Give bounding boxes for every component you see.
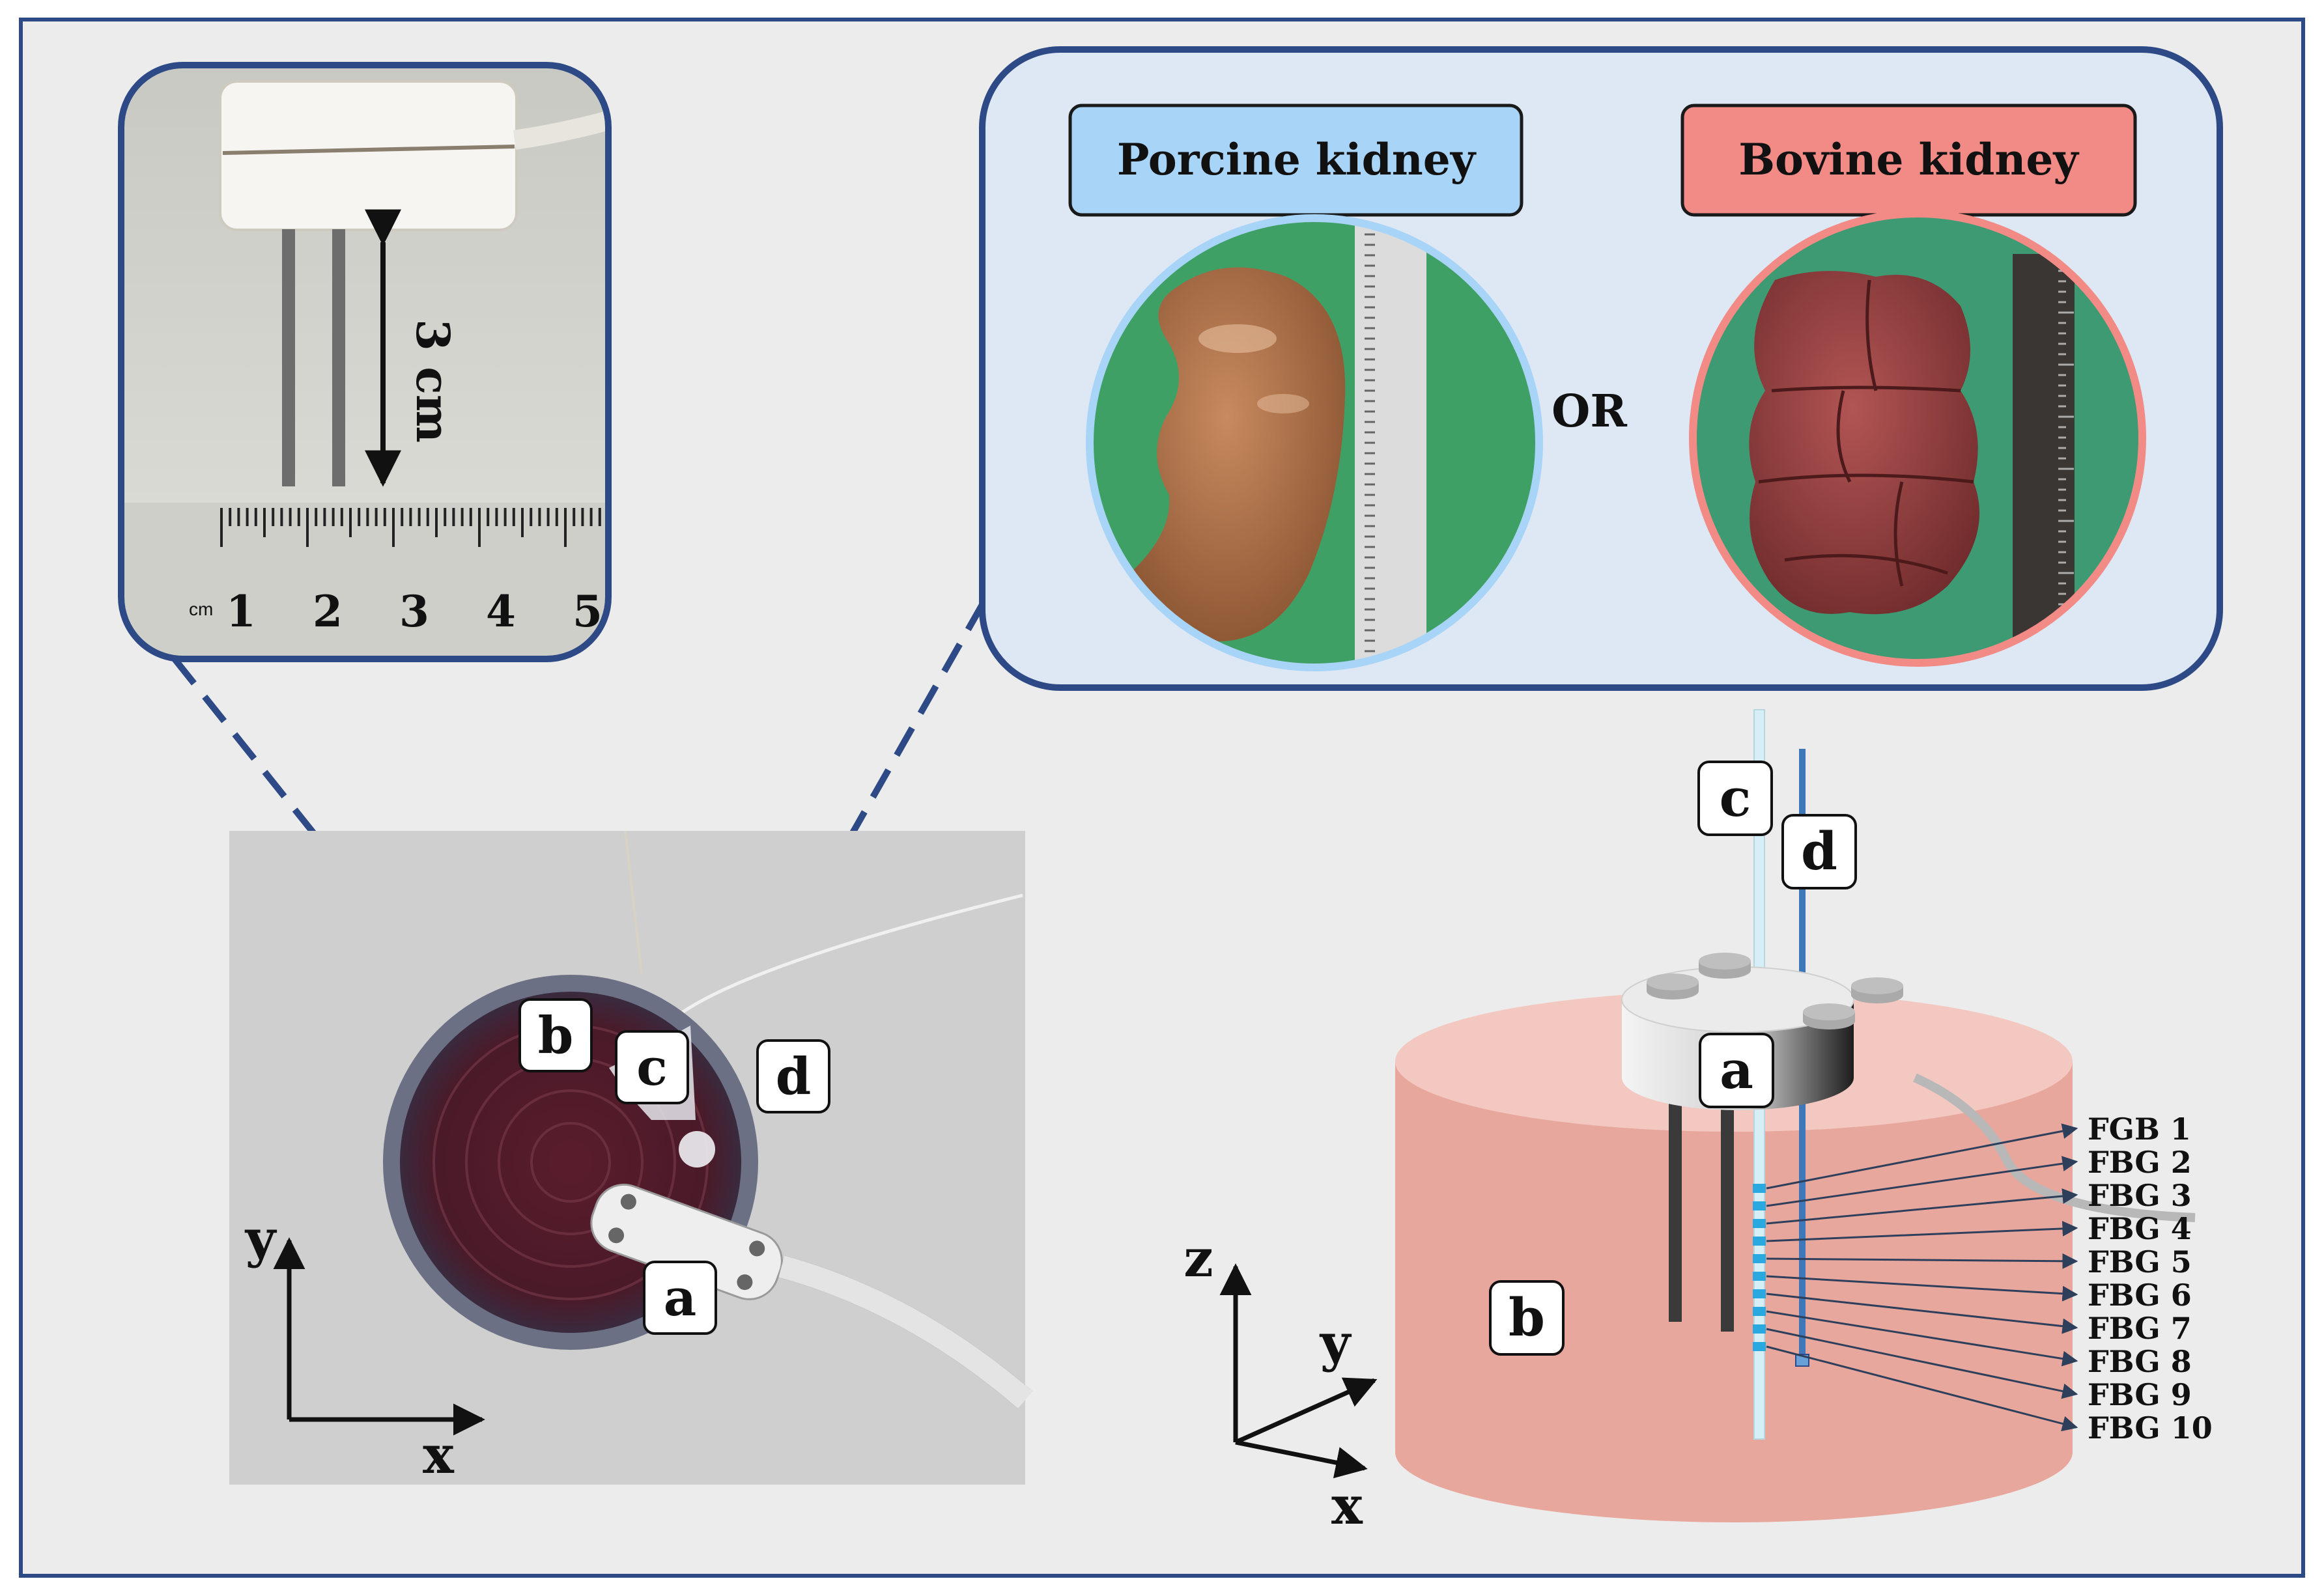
fbg-leader-line: [1766, 1220, 2078, 1242]
probe-needle-2: [332, 229, 345, 486]
bovine-kidney-shape: [1749, 271, 1979, 615]
or-label: OR: [1552, 385, 1627, 438]
fbg-sensor-mark: [1753, 1272, 1766, 1281]
ruler-number: 4: [486, 586, 516, 637]
schematic-marker-c: c: [1697, 761, 1773, 836]
probe-head: [219, 80, 518, 231]
fbg-leader-line: [1766, 1293, 2078, 1334]
schematic-axes: [1219, 1263, 1378, 1479]
fbg-leader-line: [1766, 1123, 2078, 1190]
porcine-label-box: [1068, 104, 1523, 217]
svg-text:c: c: [636, 1038, 668, 1097]
schematic-axis-y: y: [1319, 1312, 1352, 1373]
fbg-sensor-label: FBG 6: [2088, 1278, 2192, 1313]
fbg-sensor-mark: [1753, 1219, 1766, 1228]
schematic-marker-b: b: [1489, 1280, 1565, 1356]
probe-photo-panel: 3 cm cm 1 2 3 4 5: [118, 62, 612, 662]
kidney-panel: Porcine kidney Bovine kidney OR: [979, 46, 2223, 691]
schematic-marker-d: d: [1781, 814, 1857, 889]
fbg-sensor-mark: [1753, 1342, 1766, 1351]
fbg-sensor-label: FBG 10: [2088, 1410, 2213, 1446]
ruler: [121, 503, 608, 659]
fbg-sensor-mark: [1753, 1289, 1766, 1298]
fbg-leader-line: [1766, 1275, 2078, 1302]
probe-needle-1: [282, 229, 295, 486]
fbg-sensor-label: FBG 7: [2088, 1311, 2192, 1346]
ruler-number: 2: [313, 586, 343, 637]
svg-text:c: c: [1720, 767, 1751, 828]
porcine-kidney-photo: [1090, 218, 1539, 667]
bovine-label: Bovine kidney: [1738, 134, 2079, 185]
setup-marker-a: a: [643, 1261, 717, 1335]
svg-text:a: a: [1720, 1039, 1753, 1100]
setup-marker-c: c: [615, 1030, 689, 1104]
svg-text:b: b: [1509, 1287, 1545, 1348]
ruler-unit: cm: [189, 599, 213, 619]
fbg-sensor-mark: [1753, 1237, 1766, 1246]
setup-marker-d: d: [756, 1039, 830, 1113]
fbg-sensor-label: FBG 9: [2088, 1377, 2192, 1412]
svg-text:a: a: [664, 1268, 697, 1328]
setup-axes: [273, 1237, 485, 1436]
porcine-label: Porcine kidney: [1117, 134, 1477, 185]
ruler-number: 3: [399, 586, 429, 637]
fbg-sensor-label: FBG 3: [2088, 1178, 2192, 1213]
setup-marker-b: b: [518, 998, 593, 1072]
fbg-leader-line: [1766, 1345, 2078, 1432]
ruler-number: 1: [226, 586, 256, 637]
fbg-sensor-mark: [1753, 1324, 1766, 1334]
fbg-sensor-label: FBG 4: [2088, 1211, 2192, 1246]
setup-axis-y: y: [244, 1208, 277, 1269]
schematic-axis-x: x: [1331, 1475, 1363, 1536]
fbg-leader-line: [1766, 1253, 2078, 1269]
fbg-sensor-mark: [1753, 1254, 1766, 1263]
fbg-leader-line: [1766, 1328, 2078, 1399]
fbg-sensor-mark: [1753, 1201, 1766, 1210]
svg-text:d: d: [776, 1047, 812, 1106]
svg-text:d: d: [1801, 820, 1837, 882]
fbg-sensor-label: FBG 2: [2088, 1145, 2192, 1180]
bovine-kidney-photo: [1693, 214, 2142, 663]
ruler-number: 5: [573, 586, 602, 637]
fbg-leader-line: [1766, 1188, 2078, 1225]
svg-text:b: b: [538, 1006, 574, 1065]
fbg-sensor-mark: [1753, 1307, 1766, 1316]
fbg-sensor-label: FGB 1: [2088, 1112, 2191, 1147]
setup-axis-x: x: [423, 1424, 455, 1485]
fbg-sensor-label: FBG 5: [2088, 1244, 2192, 1279]
schematic-marker-a: a: [1699, 1033, 1774, 1108]
porcine-kidney-shape: [1130, 267, 1346, 641]
fbg-sensor-label: FBG 8: [2088, 1344, 2192, 1379]
fbg-leader-line: [1766, 1310, 2078, 1367]
setup-photo: b c d a y x: [229, 830, 1033, 1485]
fbg-sensor-mark: [1753, 1184, 1766, 1193]
fbg-leader-line: [1766, 1156, 2078, 1207]
probe-dimension-label: 3 cm: [406, 319, 460, 443]
schematic-axis-z: z: [1183, 1227, 1213, 1289]
